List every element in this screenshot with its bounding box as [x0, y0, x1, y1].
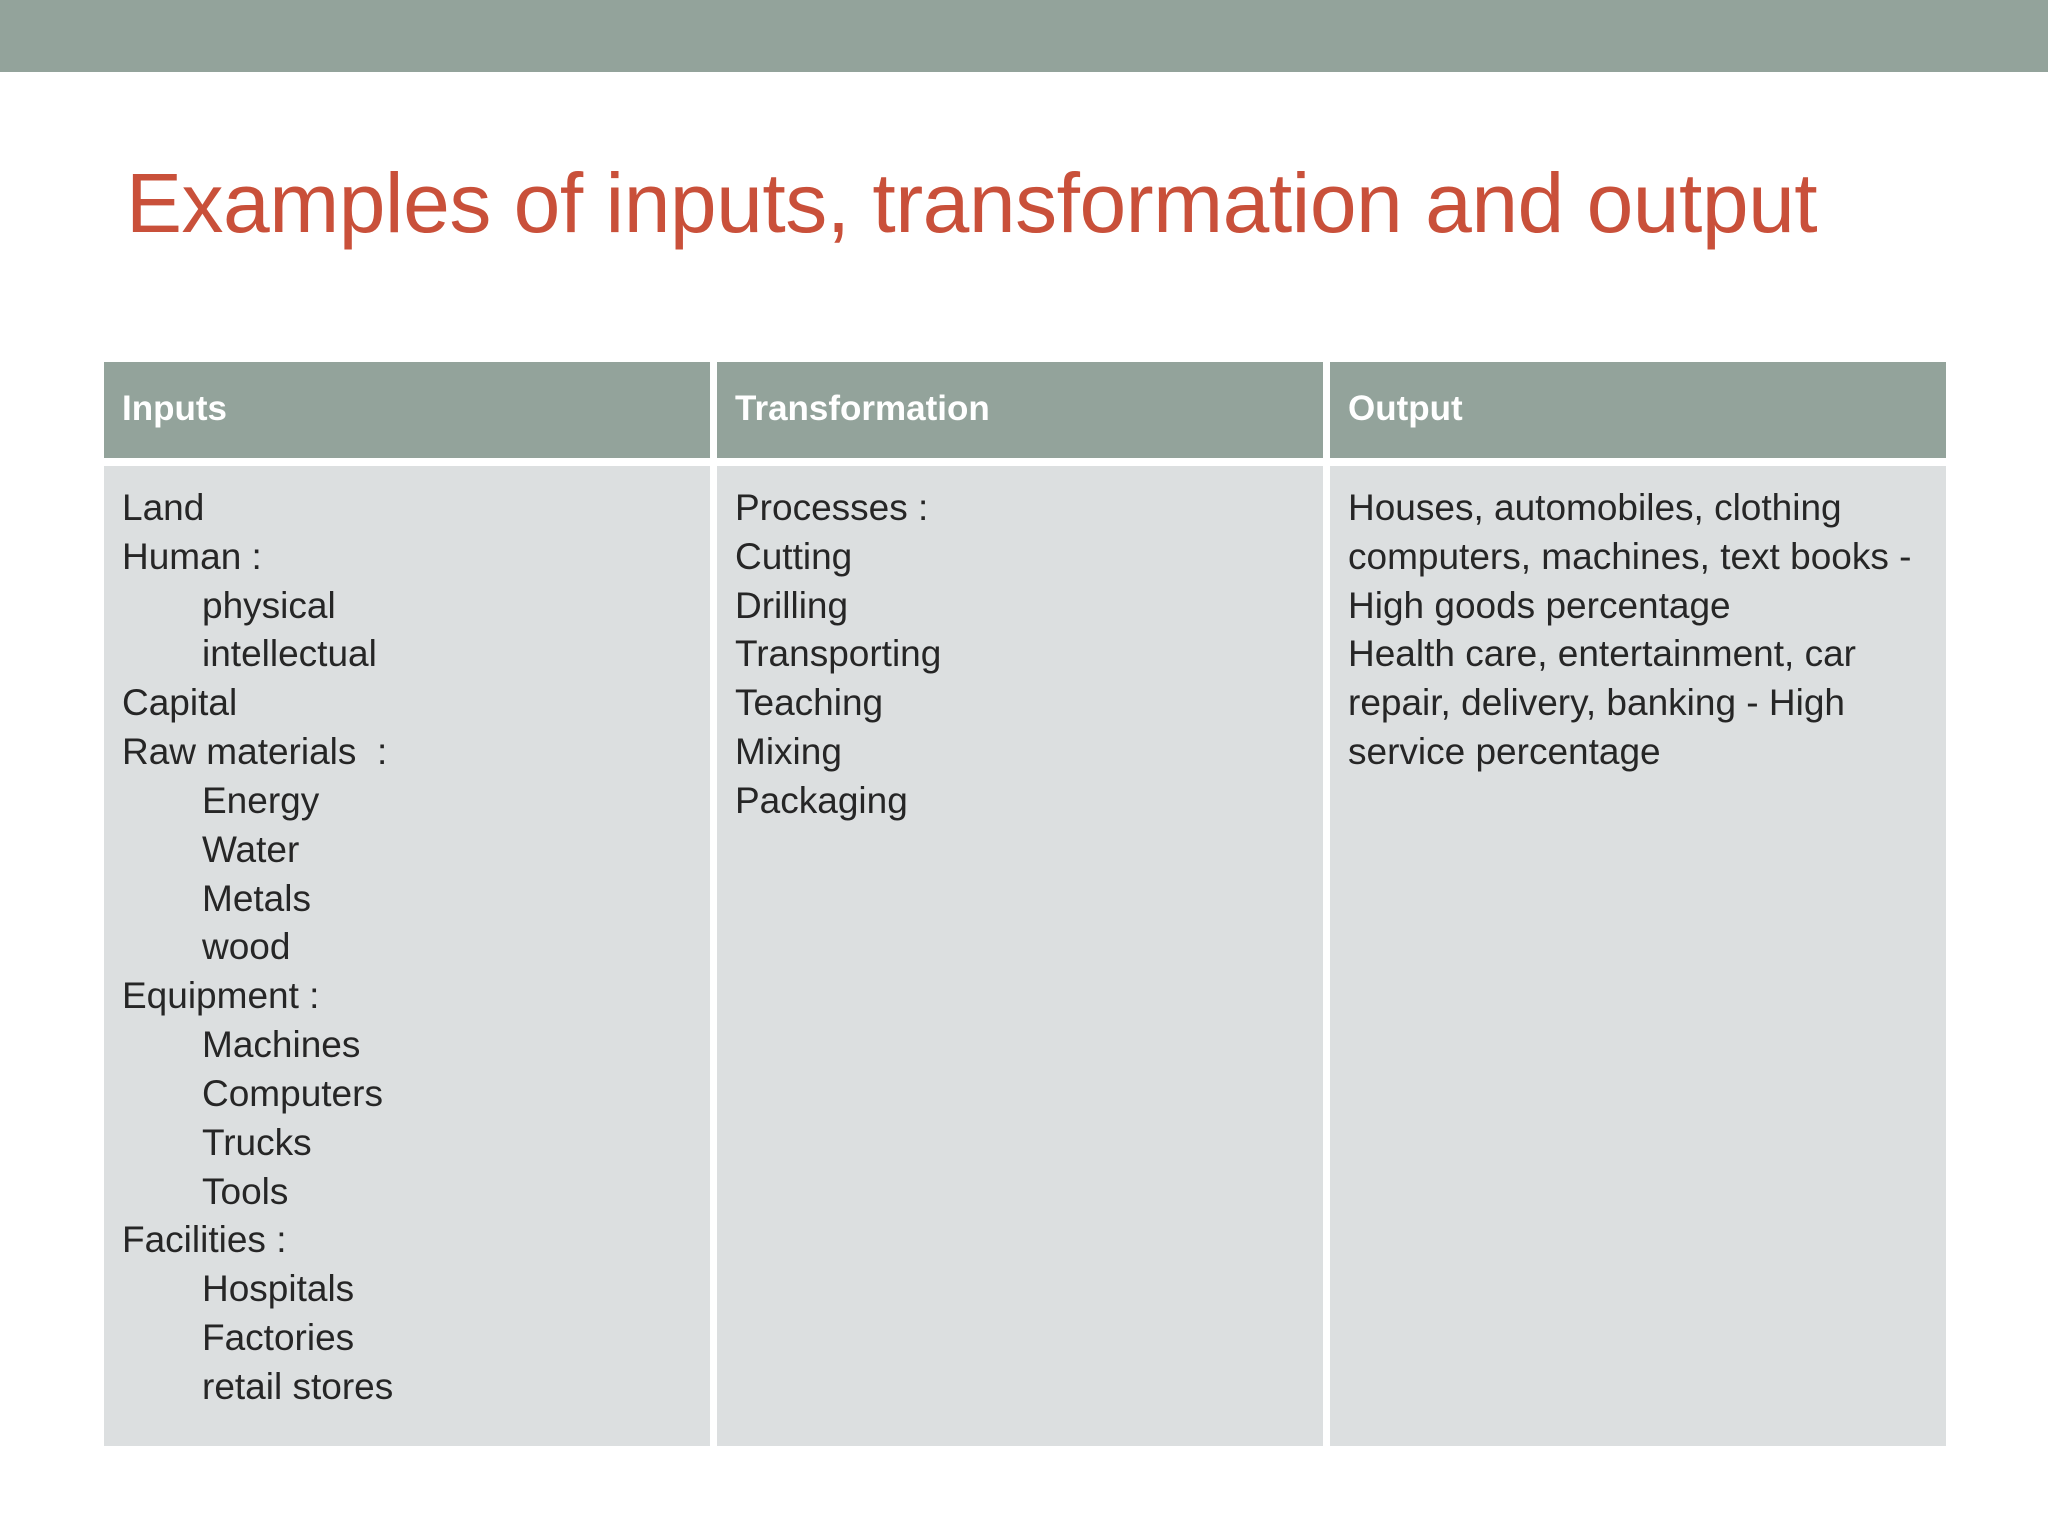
list-item: Human : — [122, 535, 262, 577]
paragraph: Health care, entertainment, car repair, … — [1348, 633, 1856, 773]
list-item: Metals — [202, 877, 311, 919]
list-item: Mixing — [735, 731, 842, 773]
slide-title: Examples of inputs, transformation and o… — [126, 156, 1818, 251]
column-header-inputs: Inputs — [104, 362, 717, 466]
column-header-transformation: Transformation — [717, 362, 1330, 466]
list-item: Tools — [202, 1170, 289, 1212]
list-item: Hospitals — [202, 1268, 355, 1310]
list-item: Processes : — [735, 487, 929, 528]
table-header-row: Inputs Transformation Output — [104, 362, 1946, 466]
list-item: Land — [122, 487, 205, 528]
list-item: Capital — [122, 682, 238, 724]
list-item: Teaching — [735, 682, 884, 724]
list-item: Packaging — [735, 779, 908, 821]
list-item: wood — [202, 926, 291, 968]
list-item: Raw materials : — [122, 731, 388, 773]
list-item: Factories — [202, 1317, 355, 1359]
list-item: Cutting — [735, 535, 853, 577]
list-item: Equipment : — [122, 975, 320, 1017]
list-item: intellectual — [202, 633, 377, 675]
list-item: Machines — [202, 1024, 361, 1066]
list-item: Trucks — [202, 1121, 312, 1163]
top-decorative-banner — [0, 0, 2048, 72]
list-item: Water — [202, 828, 300, 870]
output-text: Houses, automobiles, clothing computers,… — [1348, 484, 1924, 777]
column-header-output: Output — [1330, 362, 1946, 466]
cell-output: Houses, automobiles, clothing computers,… — [1330, 466, 1946, 1446]
list-item: retail stores — [202, 1365, 394, 1407]
list-item: Energy — [202, 779, 320, 821]
paragraph: Houses, automobiles, clothing computers,… — [1348, 487, 1912, 626]
list-item: Facilities : — [122, 1219, 287, 1261]
list-item: Drilling — [735, 584, 849, 626]
list-item: physical — [202, 584, 336, 626]
list-item: Transporting — [735, 633, 942, 675]
list-item: Computers — [202, 1072, 383, 1114]
